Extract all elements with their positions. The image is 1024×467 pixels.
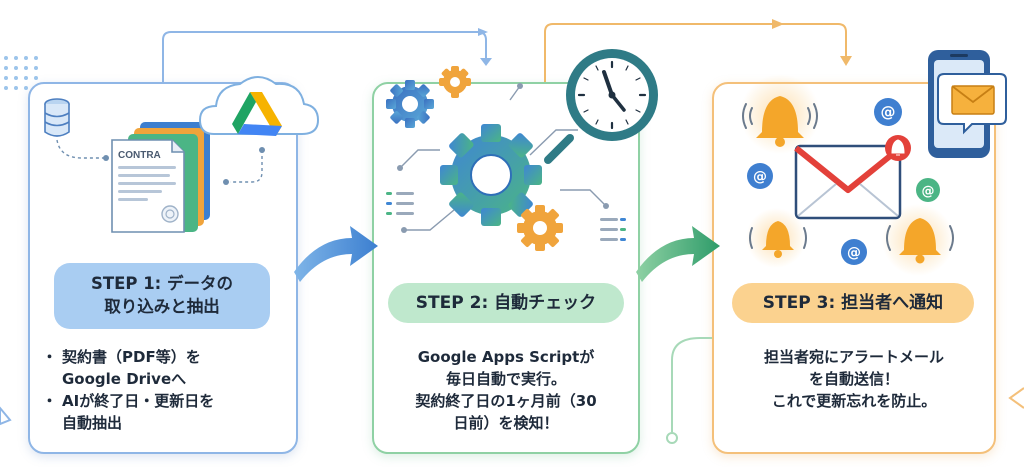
arrow-icon (636, 226, 720, 282)
step1-bullet-1: 契約書（PDF等）を Google Driveへ (42, 346, 292, 390)
connector-line-green (544, 23, 847, 82)
step2-description: Google Apps Scriptが 毎日自動で実行。 契約終了日の1ヶ月前（… (380, 346, 632, 434)
connector-line-blue (162, 31, 487, 82)
step2-desc-line3: 契約終了日の1ヶ月前（30 (415, 392, 597, 410)
step1-bullet-2: AIが終了日・更新日を 自動抽出 (42, 390, 292, 434)
step2-desc-line1: Google Apps Scriptが (417, 348, 595, 366)
step1-title-line2: 取り込みと抽出 (104, 297, 220, 316)
step3-desc-line2: を自動送信！ (808, 370, 899, 388)
arrow-icon (294, 226, 378, 282)
step2-desc-line4: 日前）を検知！ (453, 414, 559, 432)
connector-arrowhead-blue (478, 28, 488, 36)
connector-arrowhead-orange (772, 19, 784, 29)
step3-desc-line1: 担当者宛にアラートメール (763, 348, 944, 366)
triangle-decoration (0, 406, 12, 426)
step1-title-line1: STEP 1: データの (90, 274, 234, 293)
step1-desc-line1: 契約書（PDF等）を (62, 348, 201, 366)
step1-desc-line4: 自動抽出 (62, 414, 123, 432)
step2-title: STEP 2: 自動チェック (388, 283, 624, 323)
step3-title: STEP 3: 担当者へ通知 (732, 283, 974, 323)
step2-desc-line2: 毎日自動で実行。 (445, 370, 566, 388)
step1-desc-line2: Google Driveへ (62, 370, 187, 388)
step1-title: STEP 1: データの 取り込みと抽出 (54, 263, 270, 329)
step3-desc-line3: これで更新忘れを防止。 (771, 392, 937, 410)
connector-line-bottom (671, 337, 712, 432)
step1-description: 契約書（PDF等）を Google Driveへ AIが終了日・更新日を 自動抽… (42, 346, 292, 434)
step3-description: 担当者宛にアラートメール を自動送信！ これで更新忘れを防止。 (716, 346, 992, 412)
step1-desc-line3: AIが終了日・更新日を (62, 392, 215, 410)
triangle-decoration-right (1008, 387, 1024, 409)
